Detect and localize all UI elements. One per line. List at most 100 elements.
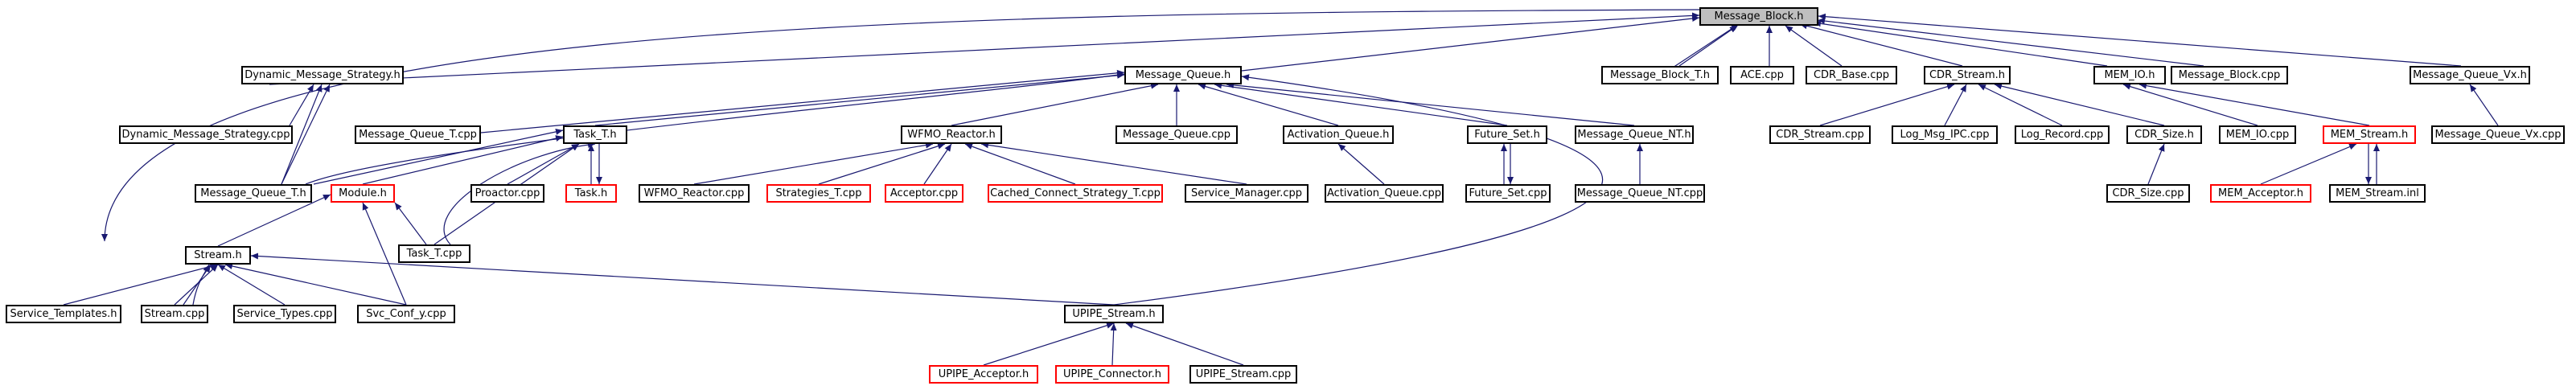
dependency-edge [1226,81,1635,126]
dependency-edge [2122,83,2258,126]
dependency-edge [2138,82,2370,126]
node-service-manager-cpp[interactable]: Service_Manager.cpp [1185,184,1309,203]
node-message-queue-nt-h[interactable]: Message_Queue_NT.h [1575,125,1694,144]
node-message-block-cpp[interactable]: Message_Block.cpp [2171,66,2288,84]
node-message-queue-vx-h[interactable]: Message_Queue_Vx.h [2410,66,2530,84]
dependency-edge [1672,23,1740,68]
node-message-queue-t-cpp[interactable]: Message_Queue_T.cpp [355,125,481,144]
dependency-edge [63,263,219,306]
dependency-edge [1785,25,1843,67]
dependency-edge [394,202,427,245]
dependency-edge [983,322,1115,366]
node-cdr-stream-h[interactable]: CDR_Stream.h [1924,66,2011,84]
dependency-edge [217,264,286,306]
node-task-t-cpp[interactable]: Task_T.cpp [398,244,470,263]
dependency-edge [217,194,331,247]
dependency-edge [507,143,580,185]
dependency-edge [1214,82,1508,126]
node-message-queue-t-h[interactable]: Message_Queue_T.h [195,184,312,203]
node-log-record-cpp[interactable]: Log_Record.cpp [2015,125,2110,144]
dependency-edge [964,143,1076,185]
dependency-edge [281,84,331,185]
dependency-edge [362,202,407,306]
node-task-h[interactable]: Task.h [565,184,617,203]
dependency-edge [980,142,1247,185]
node-activation-queue-cpp[interactable]: Activation_Queue.cpp [1325,184,1444,203]
node-upipe-stream-h[interactable]: UPIPE_Stream.h [1064,305,1164,323]
node-log-msg-ipc-cpp[interactable]: Log_Msg_IPC.cpp [1892,125,1998,144]
node-cdr-base-cpp[interactable]: CDR_Base.cpp [1806,66,1897,84]
node-message-block-t-h[interactable]: Message_Block_T.h [1601,66,1719,84]
dependency-edge [1818,13,2462,67]
node-dynamic-message-strategy-cpp[interactable]: Dynamic_Message_Strategy.cpp [119,125,293,144]
node-mem-stream-inl[interactable]: MEM_Stream.inl [2329,184,2426,203]
node-wfmo-reactor-cpp[interactable]: WFMO_Reactor.cpp [639,184,750,203]
node-stream-h[interactable]: Stream.h [185,246,251,265]
node-dynamic-message-strategy-h[interactable]: Dynamic_Message_Strategy.h [241,66,404,84]
dependency-edge [313,128,564,185]
dependency-edge [480,69,1125,133]
dependency-edge [1994,83,2165,126]
dependency-edge [2147,143,2165,185]
node-message-block-h[interactable]: Message_Block.h [1699,7,1818,26]
node-cached-connect-strategy-t-cpp[interactable]: Cached_Connect_Strategy_T.cpp [988,184,1163,203]
node-message-queue-h[interactable]: Message_Queue.h [1124,66,1242,84]
dependency-edge [1978,84,2063,126]
dependency-edge [923,143,952,185]
dependency-edge [1799,23,1963,67]
node-message-queue-nt-cpp[interactable]: Message_Queue_NT.cpp [1575,184,1705,203]
node-mem-io-cpp[interactable]: MEM_IO.cpp [2219,125,2296,144]
node-wfmo-reactor-h[interactable]: WFMO_Reactor.h [901,125,1002,144]
node-upipe-acceptor-h[interactable]: UPIPE_Acceptor.h [929,365,1038,384]
node-module-h[interactable]: Module.h [331,184,395,203]
node-upipe-connector-h[interactable]: UPIPE_Connector.h [1055,365,1169,384]
node-task-t-h[interactable]: Task_T.h [563,125,627,144]
node-mem-io-h[interactable]: MEM_IO.h [2093,66,2166,84]
node-svc-conf-y-cpp[interactable]: Svc_Conf_y.cpp [357,305,455,323]
node-future-set-h[interactable]: Future_Set.h [1467,125,1547,144]
node-cdr-stream-cpp[interactable]: CDR_Stream.cpp [1769,125,1871,144]
node-strategies-t-cpp[interactable]: Strategies_T.cpp [766,184,871,203]
node-cdr-size-h[interactable]: CDR_Size.h [2126,125,2202,144]
node-ace-cpp[interactable]: ACE.cpp [1730,66,1794,84]
node-service-templates-h[interactable]: Service_Templates.h [6,305,121,323]
node-service-types-cpp[interactable]: Service_Types.cpp [233,305,336,323]
dependency-edge [2469,84,2499,126]
dependency-edge [1125,322,1244,366]
node-future-set-cpp[interactable]: Future_Set.cpp [1465,184,1551,203]
dependency-edge [1198,83,1339,126]
dependency-edge [1813,20,2108,67]
node-upipe-stream-cpp[interactable]: UPIPE_Stream.cpp [1189,365,1297,384]
dependency-edge [1678,25,1738,67]
dependency-edge [101,9,1700,242]
dependency-edge [951,82,1159,126]
dependency-edge [362,135,564,185]
node-message-queue-cpp[interactable]: Message_Queue.cpp [1115,125,1238,144]
dependency-edge [183,264,212,306]
node-proactor-cpp[interactable]: Proactor.cpp [470,184,544,203]
node-mem-stream-h[interactable]: MEM_Stream.h [2323,125,2416,144]
node-message-queue-vx-cpp[interactable]: Message_Queue_Vx.cpp [2431,125,2565,144]
node-mem-acceptor-h[interactable]: MEM_Acceptor.h [2210,184,2311,203]
dependency-edge [289,84,314,126]
dependency-edge [192,264,210,306]
dependency-edge [818,142,946,185]
dependency-edge [1817,18,2204,67]
dependency-edge [693,142,934,185]
dependency-edge [1110,322,1117,366]
dependency-edge [269,12,1700,85]
dependency-edge [174,264,219,306]
node-cdr-size-cpp[interactable]: CDR_Size.cpp [2106,184,2190,203]
dependency-edge [1819,83,1955,126]
dependency-edge [1337,143,1385,185]
dependency-edge [594,72,1125,126]
node-stream-cpp[interactable]: Stream.cpp [141,305,208,323]
node-acceptor-cpp[interactable]: Acceptor.cpp [885,184,963,203]
dependency-edge [1944,84,1967,126]
dependency-edge [224,263,407,306]
node-activation-queue-h[interactable]: Activation_Queue.h [1283,125,1394,144]
dependency-edge [1241,15,1700,72]
dependency-edge [2260,143,2357,185]
dependency-edge [281,84,323,185]
